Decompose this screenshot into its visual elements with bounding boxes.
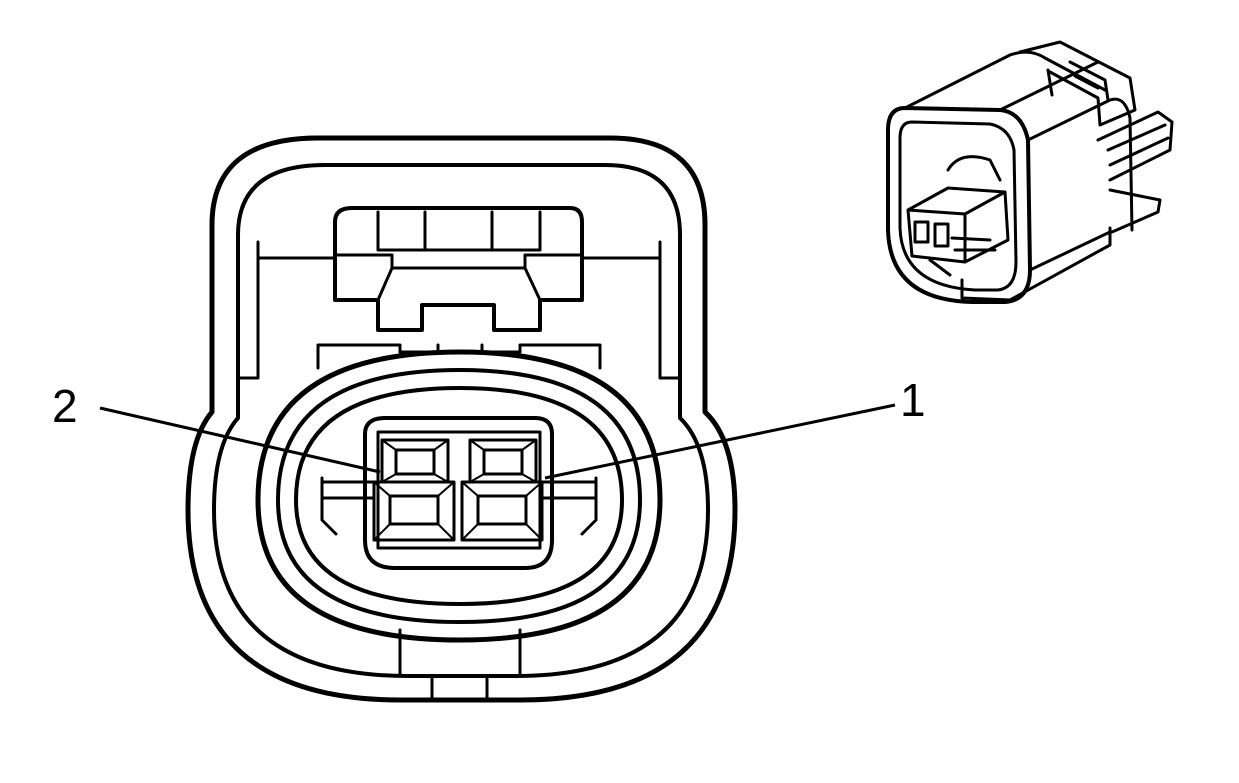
connector-inner-shell [212,163,710,678]
iso-bottom-flange [960,226,1112,302]
seal-ring-outer [255,349,663,643]
connector-face-view: 2 1 [52,135,926,703]
connector-isometric-view [886,40,1174,304]
seal-ring-inner [294,386,624,606]
seal-shoulder [320,476,598,536]
terminal-cavity-housing [363,416,554,570]
right-rail [580,240,682,380]
iso-top-latch [1018,40,1137,127]
bottom-key-notch [398,628,522,702]
iso-body [903,50,1134,272]
left-rail [236,240,337,380]
locking-latch [333,206,584,332]
iso-inner-details [928,155,1002,277]
terminal-cavity-inner [376,430,542,550]
cavity-ledges [320,480,598,500]
connector-outer-shell [185,135,738,703]
callout-1-label: 1 [900,374,926,426]
terminal-cavity-2 [372,438,456,542]
terminal-cavity-1 [460,438,544,542]
seal-ring-middle [276,368,642,624]
iso-front-rim-inner [898,120,1018,292]
latch-tab [333,210,584,302]
callout-2-leader [99,406,381,474]
callout-2-label: 2 [52,380,78,432]
iso-side-rib [1096,110,1174,234]
callout-1-leader [544,403,896,480]
iso-front-rim-outer [886,106,1032,304]
